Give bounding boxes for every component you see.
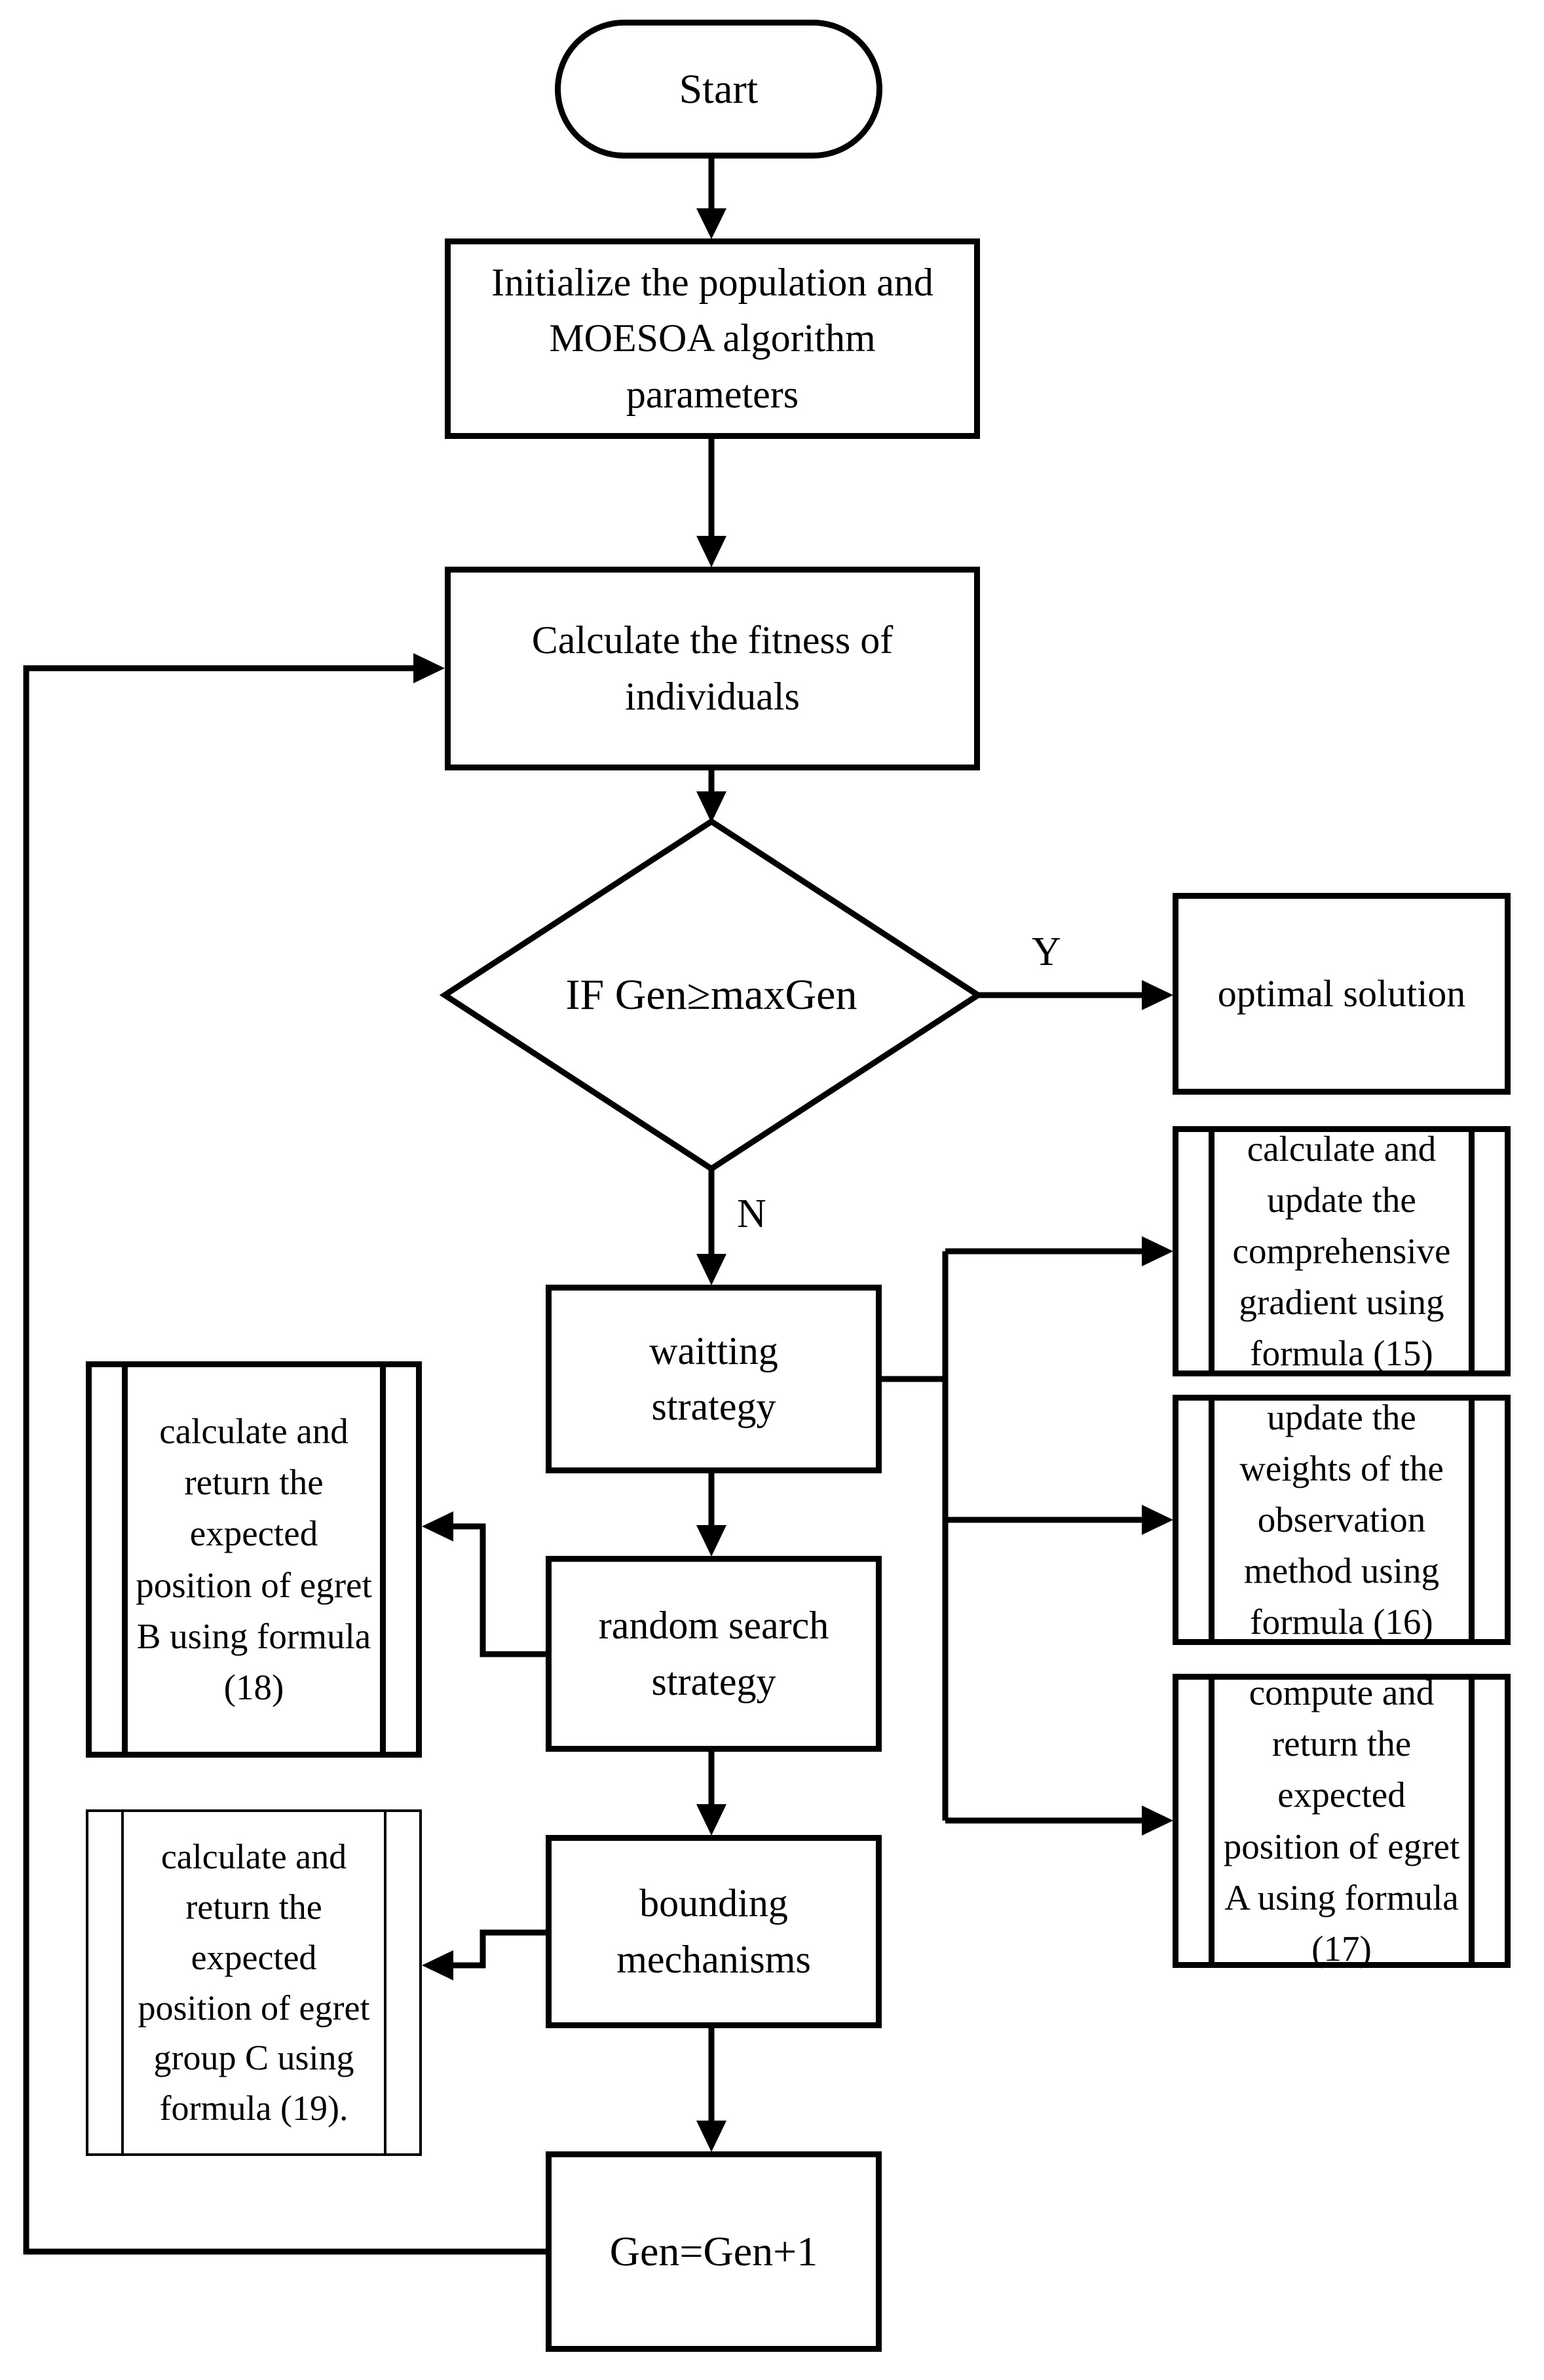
node-start: Start	[555, 20, 882, 159]
node-calculate-fitness-label: Calculate the fitness of individuals	[531, 618, 894, 718]
arrowhead-down-gen	[696, 2121, 726, 2152]
double-bar-left	[121, 1812, 124, 2153]
node-egret-a-formula17: compute and return the expected position…	[1173, 1672, 1511, 1969]
node-egret-b-formula18: calculate and return the expected positi…	[86, 1361, 422, 1758]
node-egret-c-formula19: calculate and return the expected positi…	[86, 1809, 422, 2156]
arrowhead-right-gradient	[1142, 1236, 1173, 1266]
node-calculate-fitness: Calculate the fitness of individuals	[445, 567, 980, 770]
double-bar-left	[1209, 1132, 1214, 1370]
node-egret-b-formula18-label: calculate and return the expected positi…	[136, 1411, 372, 1707]
node-decision-label: IF Gen≥maxGen	[565, 971, 857, 1019]
decision-diamond-shape	[439, 818, 984, 1173]
arrowhead-down-initialize	[696, 208, 726, 239]
arrowhead-down-waiting	[696, 1254, 726, 1285]
arrowhead-right-optimal	[1142, 980, 1173, 1010]
node-optimal-solution-label: optimal solution	[1217, 972, 1466, 1015]
double-bar-right	[384, 1812, 386, 2153]
arrowhead-down-decision	[696, 791, 726, 823]
node-gradient-formula15-label: calculate and update the comprehensive g…	[1232, 1128, 1451, 1374]
node-egret-c-formula19-label: calculate and return the expected positi…	[138, 1837, 370, 2128]
arrowhead-left-egret-b	[422, 1511, 453, 1541]
edge-bounding-egret-c	[443, 1929, 546, 1969]
node-bounding-mechanisms-label: bounding mechanisms	[616, 1881, 811, 1981]
arrowhead-right-egret-a	[1142, 1805, 1173, 1836]
double-bar-right	[1469, 1680, 1475, 1962]
double-bar-right	[1469, 1132, 1475, 1370]
edge-label-no: N	[737, 1192, 766, 1236]
edge-label-yes: Y	[1032, 930, 1061, 974]
node-bounding-mechanisms: bounding mechanisms	[546, 1835, 882, 2028]
node-initialize: Initialize the population and MOESOA alg…	[445, 238, 980, 439]
double-bar-right	[380, 1367, 386, 1752]
node-optimal-solution: optimal solution	[1173, 893, 1511, 1095]
double-bar-right	[1469, 1401, 1475, 1639]
arrowhead-down-calculate	[696, 536, 726, 567]
node-waiting-strategy: waitting strategy	[546, 1285, 882, 1473]
node-gen-increment: Gen=Gen+1	[546, 2151, 882, 2352]
node-random-search: random search strategy	[546, 1556, 882, 1752]
node-weights-formula16: update the weights of the observation me…	[1173, 1395, 1511, 1645]
edge-random-egret-b	[443, 1523, 546, 1657]
node-decision: IF Gen≥maxGen	[478, 920, 945, 1070]
double-bar-left	[1209, 1401, 1214, 1639]
node-weights-formula16-label: update the weights of the observation me…	[1239, 1397, 1444, 1642]
arrowhead-down-random	[696, 1525, 726, 1557]
node-egret-a-formula17-label: compute and return the expected position…	[1223, 1672, 1460, 1969]
arrowhead-right-feedback-calculate	[413, 653, 445, 683]
node-gen-increment-label: Gen=Gen+1	[609, 2227, 818, 2275]
node-initialize-label: Initialize the population and MOESOA alg…	[491, 261, 933, 416]
node-start-label: Start	[679, 65, 759, 112]
arrowhead-down-bounding	[696, 1804, 726, 1836]
arrowhead-right-weights	[1142, 1505, 1173, 1535]
edge-gen-feedback-calculate	[23, 665, 546, 2255]
arrowhead-left-egret-c	[422, 1950, 453, 1980]
double-bar-left	[1209, 1680, 1214, 1962]
node-random-search-label: random search strategy	[598, 1604, 829, 1703]
double-bar-left	[122, 1367, 128, 1752]
node-gradient-formula15: calculate and update the comprehensive g…	[1173, 1126, 1511, 1376]
node-waiting-strategy-label: waitting strategy	[649, 1329, 778, 1428]
